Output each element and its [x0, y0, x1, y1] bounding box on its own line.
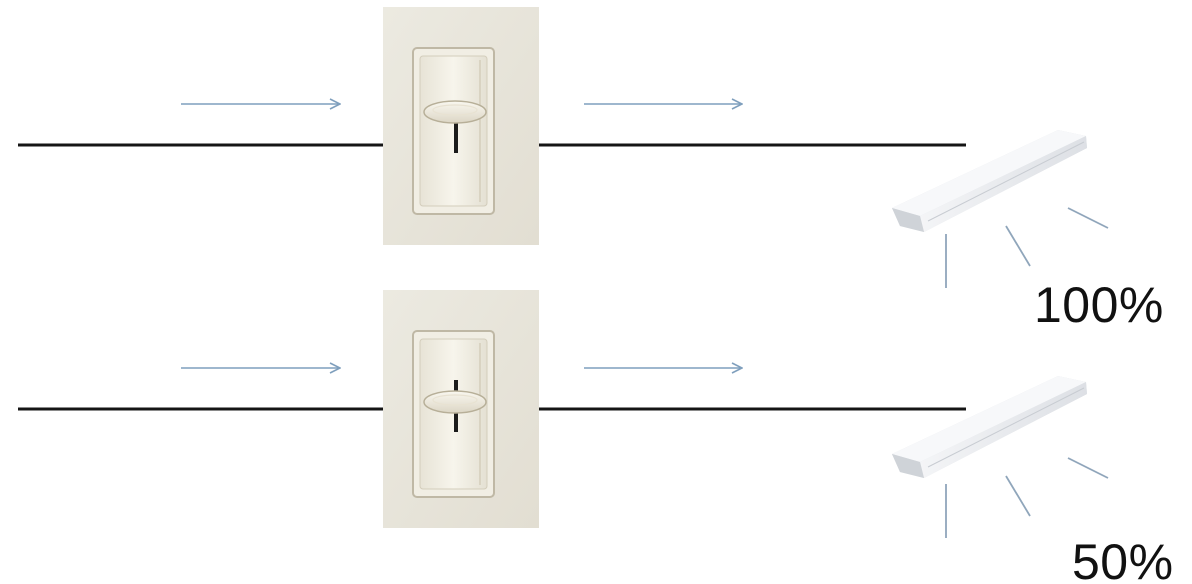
circuit-full: [18, 6, 1109, 288]
light-fixture: [891, 375, 1088, 479]
dimmer-slider-knob-highlight: [432, 394, 478, 406]
light-ray: [1005, 475, 1031, 517]
light-ray: [1005, 225, 1031, 267]
dimmer-slider-knob: [423, 390, 487, 414]
circuit-half: [18, 289, 1109, 538]
dimmer-plate: [382, 6, 540, 246]
dimmer-switch-icon: [382, 6, 540, 246]
dimmer-switch-icon: [382, 289, 540, 529]
light-ray: [1067, 207, 1109, 229]
brightness-label-50: 50%: [1072, 534, 1174, 584]
brightness-label-100: 100%: [1034, 277, 1164, 333]
ceiling-light-icon: [891, 375, 1088, 479]
light-ray: [1067, 457, 1109, 479]
dimmer-slider-knob: [423, 100, 487, 124]
dimmer-slider-knob-highlight: [432, 104, 478, 116]
